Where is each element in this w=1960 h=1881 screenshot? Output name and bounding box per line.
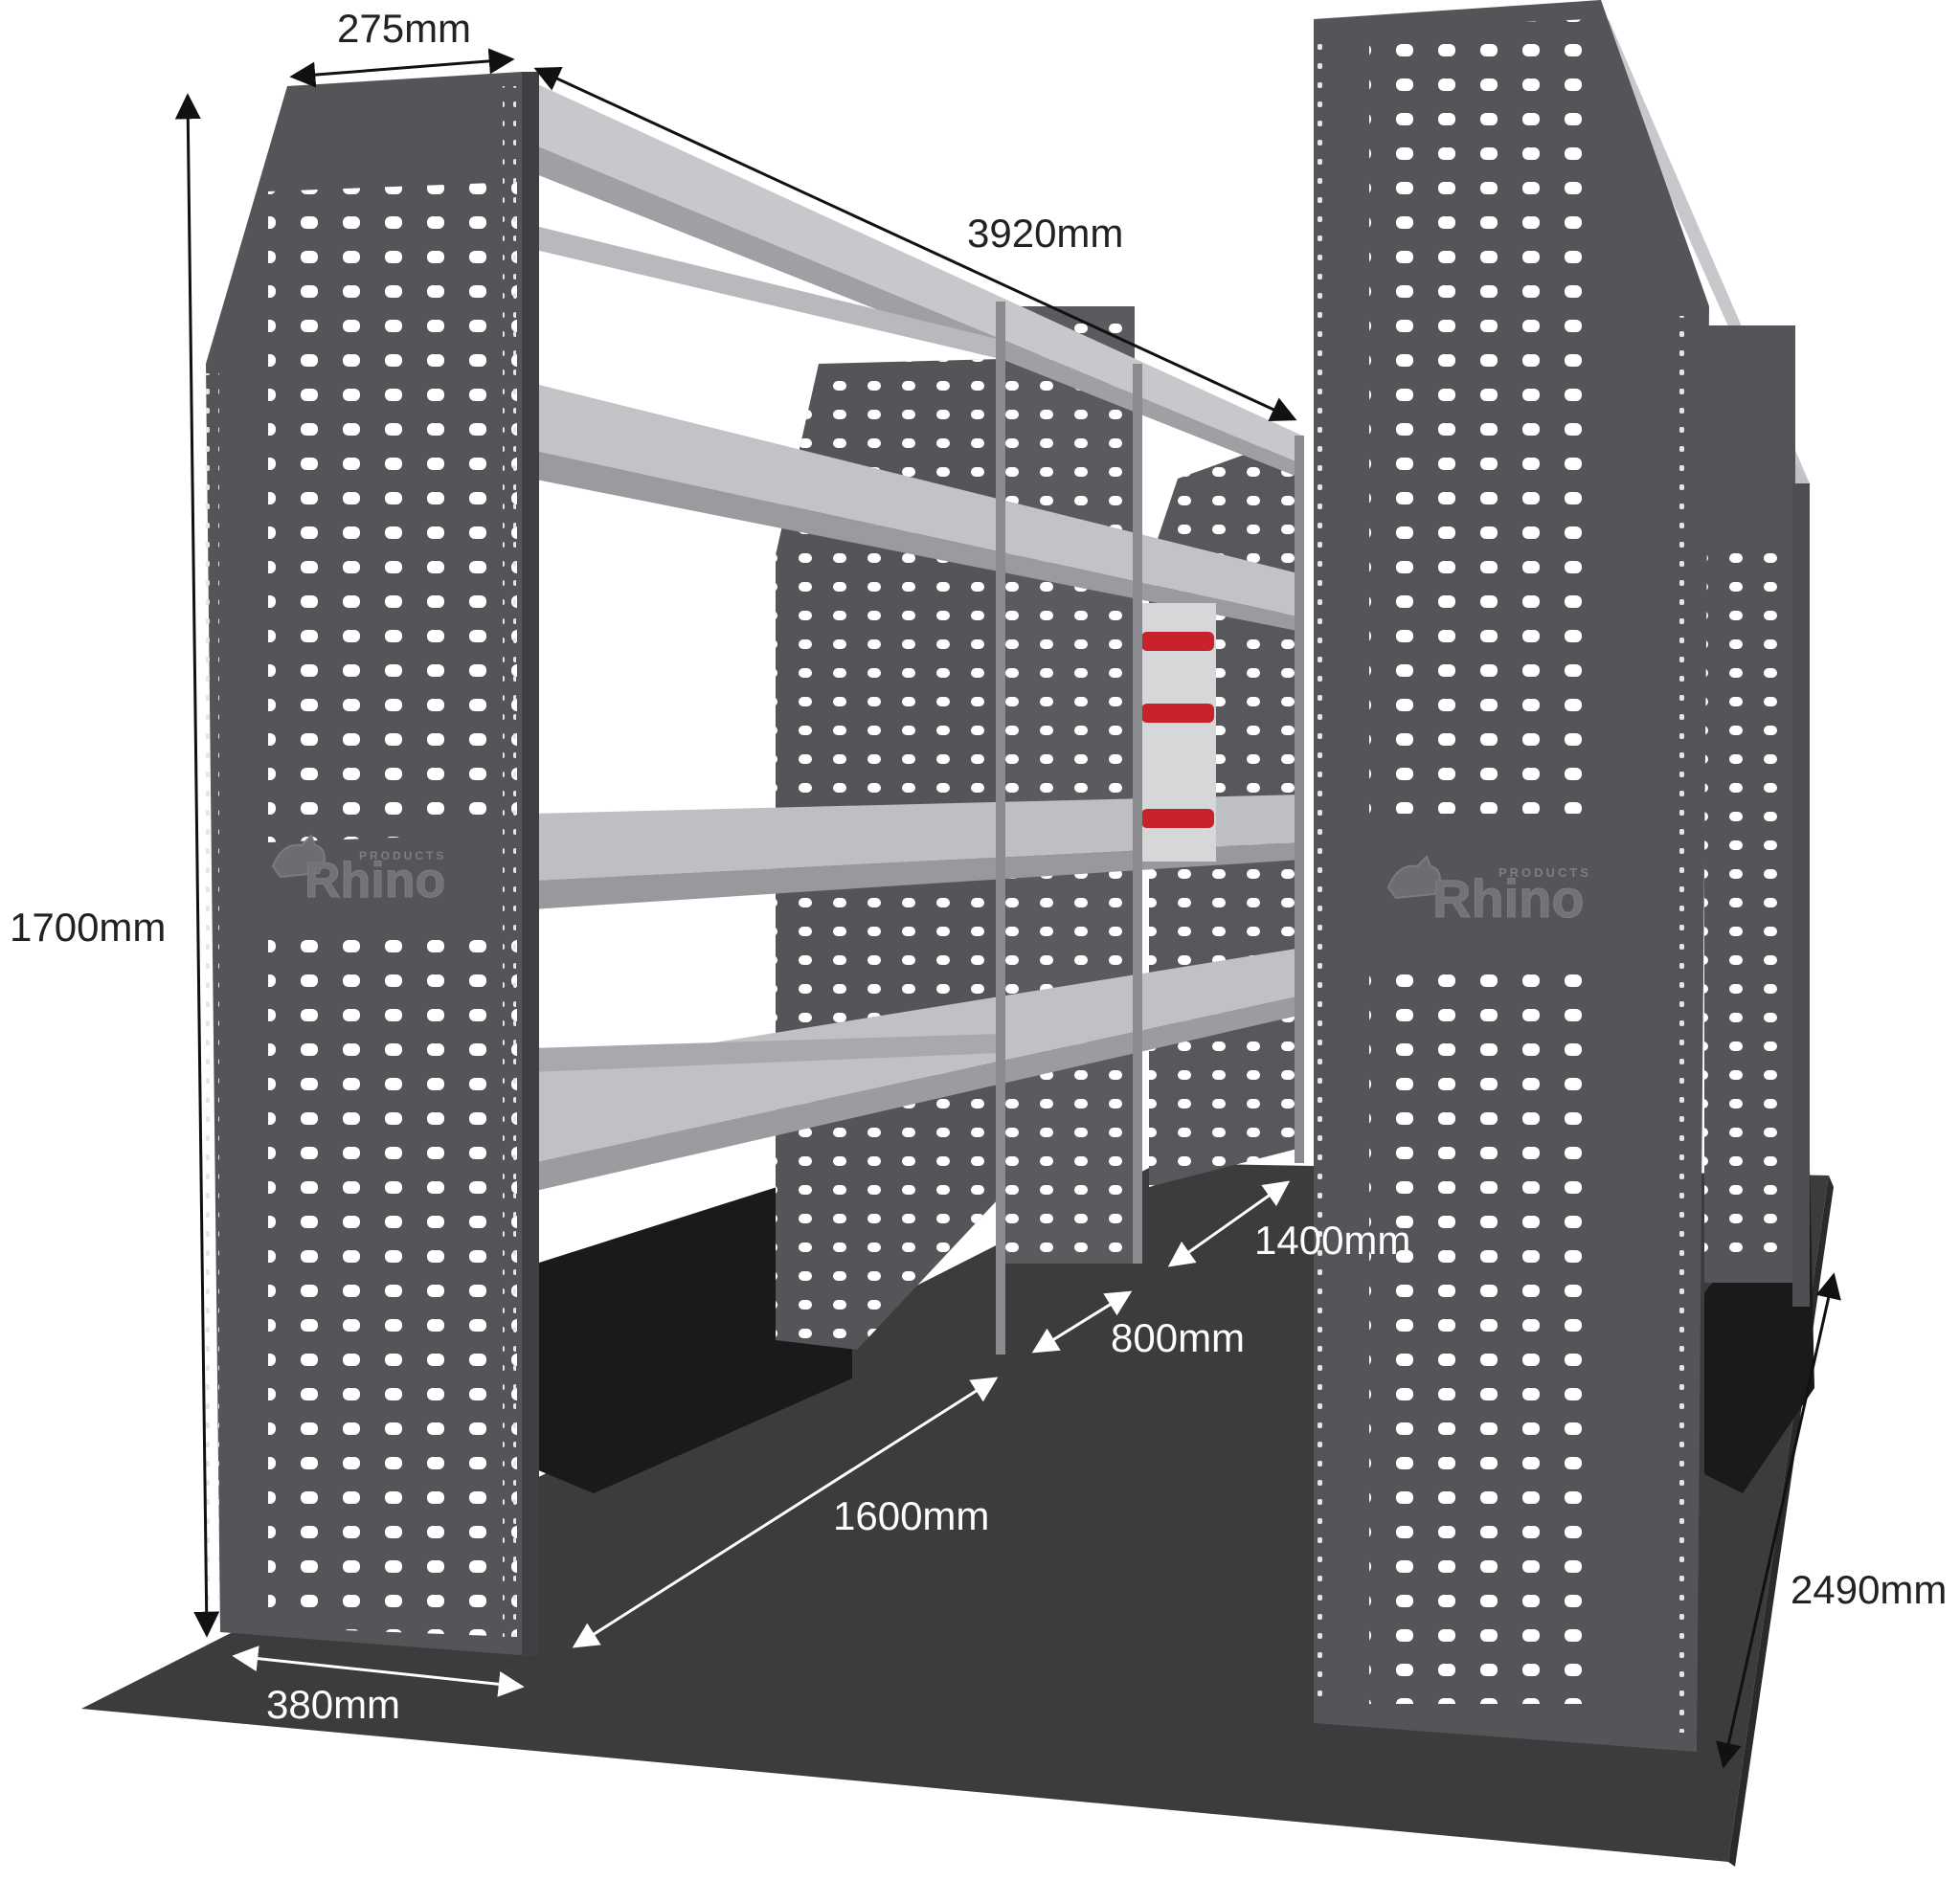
dim-label-top-depth: 275mm [337, 6, 471, 51]
left-shelf-5-front [531, 996, 1302, 1192]
upright-left-1 [996, 302, 1005, 1355]
left-shelf-3 [531, 383, 1302, 617]
front-end-panel-right-edge-slots [1318, 38, 1331, 1704]
dim-label-bottom-depth: 380mm [266, 1682, 400, 1727]
brand-tagline-left: PRODUCTS [359, 849, 446, 862]
drawer-handle-1 [1141, 632, 1214, 651]
left-shelf-4 [531, 795, 1302, 881]
dim-label-section-800: 800mm [1111, 1315, 1245, 1360]
brand-name-right: Rhino [1432, 868, 1585, 929]
brand-name-left: Rhino [304, 853, 445, 908]
rhino-logo-left: Rhino PRODUCTS [271, 834, 446, 909]
middle-divider-panel-holes [1001, 306, 1135, 1264]
dim-line-total-length [533, 66, 1297, 422]
dim-label-section-1400: 1400mm [1254, 1218, 1410, 1263]
front-end-panel-left-holes-lower [268, 938, 517, 1637]
upright-left-2 [1133, 364, 1142, 1264]
right-rack-rear-panel-holes [1704, 536, 1795, 1264]
dim-line-section-1600 [572, 1377, 999, 1648]
right-rack-far-upright [1792, 483, 1810, 1307]
front-end-panel-left-edge-slots-right [503, 86, 516, 1637]
dim-line-section-800 [1031, 1290, 1133, 1354]
dim-label-section-1600: 1600mm [833, 1493, 989, 1538]
dim-label-width: 2490mm [1791, 1567, 1947, 1612]
rhino-head-icon [271, 834, 327, 879]
front-end-panel-right-holes [1369, 19, 1589, 814]
front-end-panel-right-holes-lower [1369, 957, 1589, 1704]
brand-tagline-right: PRODUCTS [1498, 865, 1591, 880]
dim-line-height [174, 93, 220, 1638]
drawer-handle-2 [1141, 704, 1214, 723]
dim-line-section-1400 [1167, 1180, 1291, 1267]
front-end-panel-right-edge-slots-right [1676, 316, 1689, 1733]
front-end-panel-left-side [522, 72, 539, 1656]
dim-label-height: 1700mm [10, 905, 166, 950]
left-shelf-4-front [531, 842, 1302, 909]
dim-line-width [1716, 1272, 1841, 1769]
upright-left-3 [1295, 436, 1304, 1163]
left-shelf-3-front [531, 450, 1302, 632]
dim-line-top-depth [289, 48, 515, 88]
drawer-handle-3 [1141, 809, 1214, 828]
rhino-logo-right: Rhino PRODUCTS [1386, 855, 1591, 929]
dim-line-bottom-depth [232, 1646, 525, 1697]
rhino-head-icon [1386, 855, 1442, 900]
front-end-panel-left-edge-slots [206, 373, 219, 1618]
front-end-panel-left-holes [268, 182, 517, 842]
left-shelf-6 [531, 1034, 1001, 1072]
dim-label-total-length: 3920mm [967, 211, 1123, 256]
